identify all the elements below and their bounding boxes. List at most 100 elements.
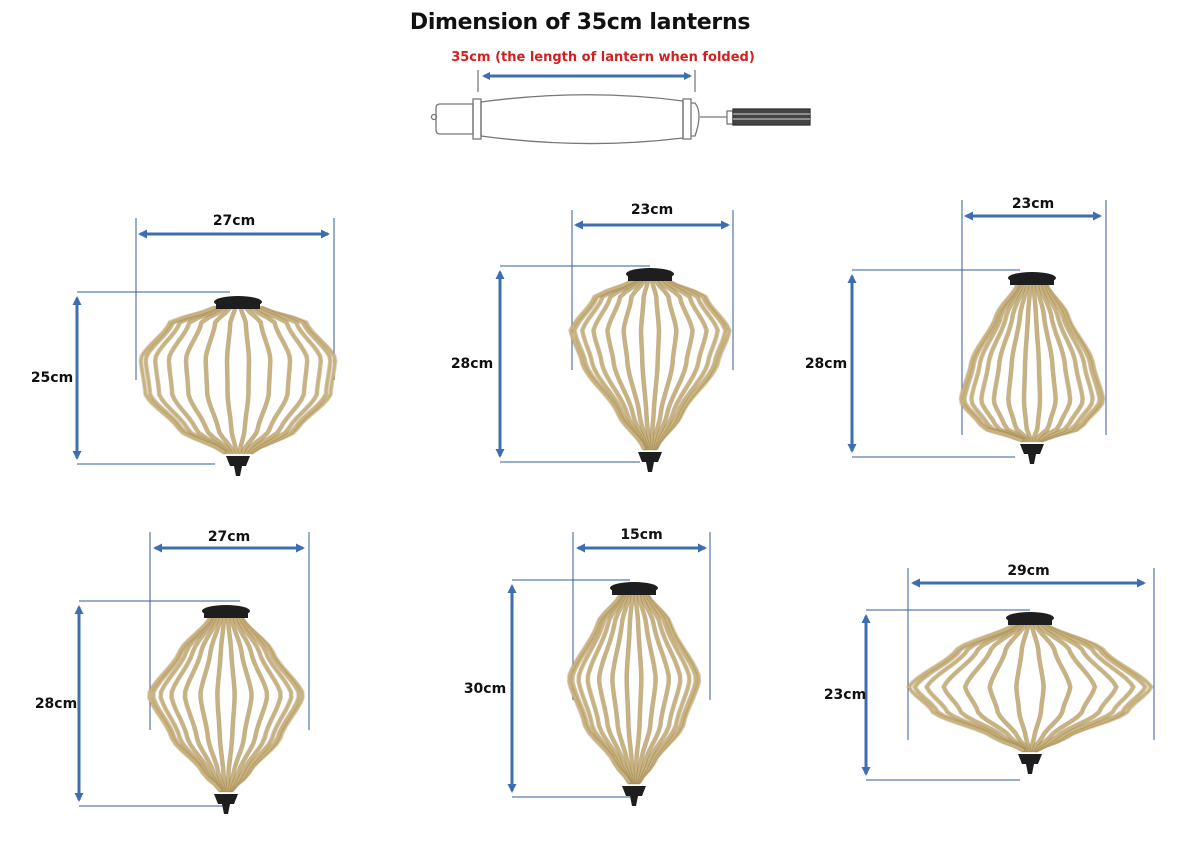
lantern-rib — [1007, 282, 1030, 442]
lantern-rib — [216, 615, 227, 792]
folded-length-arrow — [477, 70, 696, 92]
lantern-rib — [654, 278, 727, 450]
lantern-rib — [925, 622, 1026, 752]
lantern-rib — [144, 306, 226, 454]
lantern-onion — [495, 210, 734, 472]
height-label: 23cm — [823, 687, 867, 703]
lantern-rib — [637, 592, 691, 784]
lantern-rib — [199, 615, 226, 792]
lantern-ribs — [958, 281, 1106, 443]
height-label: 28cm — [804, 355, 848, 372]
folded-lantern-illustration — [430, 70, 811, 145]
width-label: 23cm — [630, 202, 674, 218]
lantern-rib — [988, 622, 1029, 752]
lantern-top-cap — [612, 588, 656, 595]
lantern-rib — [1034, 622, 1135, 752]
lantern-top-cap — [1010, 278, 1054, 285]
lantern-rib — [1029, 622, 1046, 752]
lantern-rib — [654, 278, 720, 450]
lantern-rib — [244, 306, 292, 454]
lantern-rib — [636, 592, 682, 784]
lantern-ribs — [905, 621, 1155, 753]
lantern-rib — [622, 278, 650, 450]
lantern-rib — [225, 615, 236, 792]
lantern-ribs — [568, 277, 732, 451]
lantern-rib — [1014, 622, 1031, 752]
lantern-rib — [639, 278, 651, 450]
lantern-rib — [1041, 282, 1105, 442]
lantern-rib — [229, 615, 282, 792]
lantern-ribs — [147, 614, 305, 793]
lantern-rib — [184, 306, 232, 454]
lantern-rib — [650, 278, 678, 450]
lantern-ribs — [566, 591, 702, 785]
lantern-rib — [652, 278, 694, 450]
lantern-rib — [606, 278, 648, 450]
lantern-rib — [586, 592, 632, 784]
lantern-rib — [228, 615, 269, 792]
lantern-rib — [942, 622, 1027, 752]
lantern-rib — [649, 278, 661, 450]
lantern-rib — [959, 282, 1023, 442]
page-title: Dimension of 35cm lanterns — [409, 10, 751, 35]
lantern-rib — [567, 592, 631, 784]
height-label: 25cm — [30, 370, 74, 386]
lantern-rib — [907, 622, 1025, 752]
lantern-rib — [992, 282, 1028, 442]
lantern-rib — [625, 592, 635, 784]
lantern-rib — [230, 615, 293, 792]
lantern-rib — [170, 615, 223, 792]
width-label: 27cm — [212, 213, 256, 229]
lantern-rib — [1031, 282, 1042, 442]
lantern-rib — [963, 622, 1028, 752]
height-label: 28cm — [450, 356, 494, 372]
lantern-rib — [226, 615, 253, 792]
lantern-rib — [159, 615, 222, 792]
lantern-top-cap — [1008, 618, 1052, 625]
lantern-rib — [249, 306, 323, 454]
lantern-rib — [148, 615, 222, 792]
lantern-rib — [230, 615, 301, 792]
lantern-rib — [1040, 282, 1101, 442]
lantern-rib — [241, 306, 272, 454]
lantern-rib — [1032, 622, 1097, 752]
lantern-top-cap — [204, 611, 248, 618]
width-label: 27cm — [207, 529, 251, 545]
folded-length-label: 35cm (the length of lantern when folded) — [451, 50, 755, 65]
lantern-rib — [167, 306, 229, 454]
lantern-rib — [251, 306, 337, 454]
width-label: 23cm — [1011, 196, 1055, 212]
lantern-rib — [139, 306, 225, 454]
lantern-rib — [247, 306, 309, 454]
lantern-slim-diamond — [507, 532, 711, 806]
lantern-bottom-finial — [214, 794, 238, 814]
lantern-rib — [577, 592, 631, 784]
lantern-bottom-finial — [638, 452, 662, 472]
width-label: 15cm — [620, 527, 663, 543]
lantern-rib — [592, 278, 647, 450]
lantern-round — [72, 218, 338, 476]
lantern-rib — [569, 278, 645, 450]
lantern-bell — [847, 200, 1107, 464]
lantern-rib — [225, 306, 238, 454]
lantern-rib — [1034, 282, 1057, 442]
lantern-rib — [653, 278, 708, 450]
lantern-rib — [633, 592, 643, 784]
lantern-ribs — [138, 305, 338, 455]
lantern-rib — [597, 592, 633, 784]
lantern-rib — [635, 592, 671, 784]
lantern-rib — [1033, 622, 1118, 752]
height-label: 30cm — [463, 680, 507, 697]
lantern-rib — [1022, 282, 1033, 442]
lantern-rib — [204, 306, 235, 454]
lantern-rib — [183, 615, 224, 792]
lantern-bottom-finial — [1018, 754, 1042, 774]
lantern-top-cap — [216, 302, 260, 309]
lantern-rib — [250, 306, 332, 454]
lantern-top-cap — [628, 274, 672, 281]
lantern-rib — [980, 282, 1026, 442]
lantern-rib — [1031, 622, 1072, 752]
lantern-rib — [611, 592, 634, 784]
lantern-diamond — [74, 532, 310, 814]
